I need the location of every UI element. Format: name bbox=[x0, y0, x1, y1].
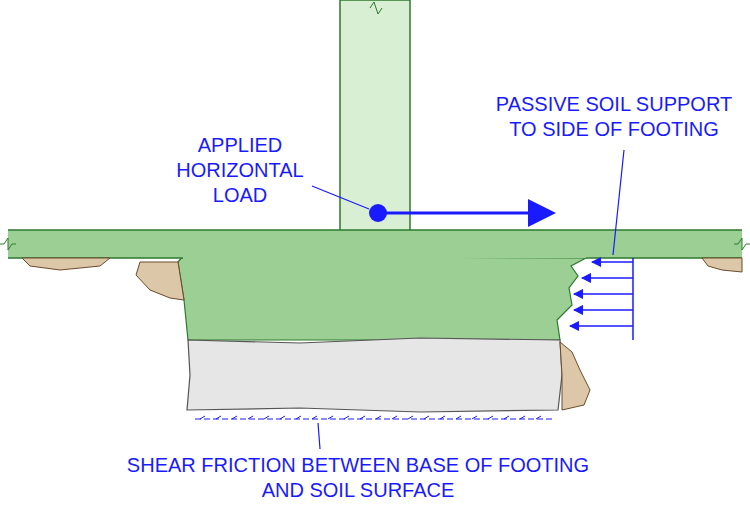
concrete-base bbox=[187, 338, 562, 412]
callout-label: PASSIVE SOIL SUPPORT TO SIDE OF FOOTING bbox=[486, 92, 742, 142]
leader-lines bbox=[312, 150, 624, 449]
load-point bbox=[369, 204, 387, 222]
slab-edge bbox=[8, 257, 742, 259]
footing bbox=[178, 256, 586, 340]
break-mark bbox=[0, 238, 16, 250]
column bbox=[340, 0, 410, 232]
callout-label: APPLIED HORIZONTAL LOAD bbox=[168, 133, 312, 208]
passive-pressure-arrows bbox=[570, 258, 633, 340]
callout-label: SHEAR FRICTION BETWEEN BASE OF FOOTING A… bbox=[120, 453, 596, 503]
break-mark bbox=[370, 2, 382, 14]
slab-edge bbox=[8, 229, 742, 231]
slab bbox=[8, 230, 742, 258]
friction-ticks bbox=[200, 416, 541, 419]
arrowhead bbox=[528, 199, 556, 227]
load-arrow bbox=[378, 212, 530, 215]
soil bbox=[22, 258, 742, 410]
break-mark bbox=[734, 238, 750, 250]
